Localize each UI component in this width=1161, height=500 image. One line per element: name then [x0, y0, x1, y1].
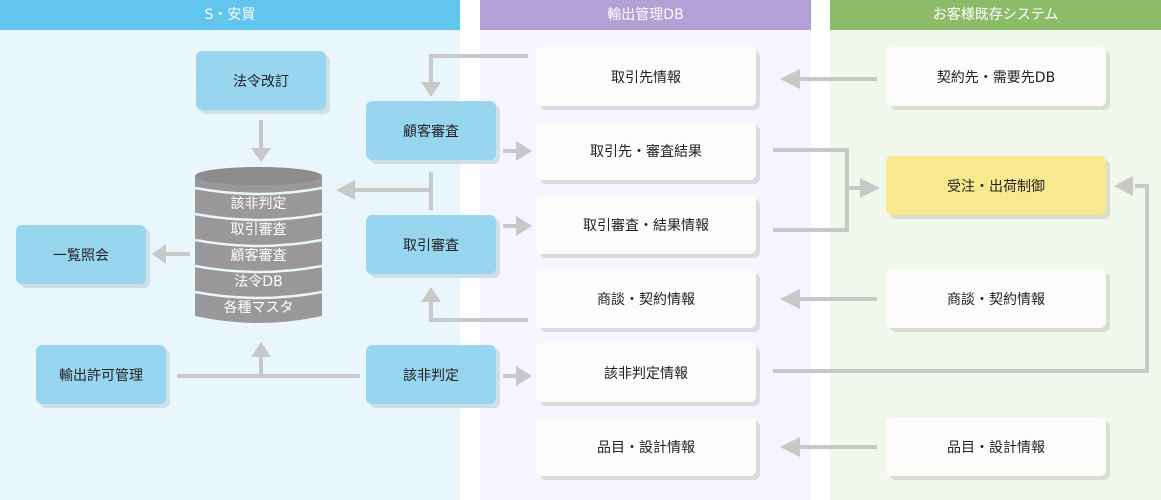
box-transaction-screening[interactable]: 取引審査 — [366, 215, 496, 274]
arrowhead-down-db-top — [251, 148, 271, 162]
box-export-license[interactable]: 輸出許可管理 — [36, 345, 166, 404]
arrowhead-right-classification-info — [516, 366, 532, 386]
arrowhead-left-item-design — [780, 437, 800, 457]
column-header-export-db: 輸出管理DB — [480, 0, 811, 30]
box-classification-info[interactable]: 該非判定情報 — [536, 343, 756, 402]
box-partner-result[interactable]: 取引先・審査結果 — [536, 121, 756, 180]
box-contract-demand-db[interactable]: 契約先・需要先DB — [886, 47, 1106, 106]
arrowhead-right-partner-result — [516, 141, 532, 161]
db-layer-masters: 各種マスタ — [223, 300, 294, 316]
db-layer-customer-screening: 顧客審査 — [230, 248, 287, 264]
connector-partner-to-customer-screening — [429, 54, 528, 84]
box-customer-item-design-info[interactable]: 品目・設計情報 — [886, 417, 1106, 476]
connector-classification-to-order — [773, 184, 1149, 373]
database-cylinder: 該非判定 取引審査 顧客審査 法令DB 各種マスタ — [194, 166, 323, 328]
arrowhead-right-order-control — [860, 178, 880, 198]
box-order-shipping-control[interactable]: 受注・出荷制御 — [886, 156, 1106, 215]
arrowhead-right-transaction-result — [516, 216, 532, 236]
box-transaction-result[interactable]: 取引審査・結果情報 — [536, 195, 756, 254]
arrowhead-left-negotiation — [780, 289, 800, 309]
box-classification[interactable]: 該非判定 — [366, 345, 496, 404]
db-layer-transaction-screening: 取引審査 — [230, 222, 287, 238]
arrowhead-up-transaction-screening — [421, 287, 441, 302]
db-layer-law-db: 法令DB — [234, 274, 283, 290]
database-icon — [194, 167, 323, 323]
box-item-design-info[interactable]: 品目・設計情報 — [536, 417, 756, 476]
box-list-inquiry[interactable]: 一覧照会 — [16, 225, 146, 284]
arrowhead-left-partner-info — [780, 69, 800, 89]
box-customer-negotiation-info[interactable]: 商談・契約情報 — [886, 269, 1106, 328]
arrowhead-up-db-bottom — [251, 342, 271, 357]
box-law-revision[interactable]: 法令改訂 — [196, 51, 326, 110]
arrowhead-left-inquiry — [152, 244, 166, 264]
arrowhead-down-customer-screening — [421, 82, 441, 97]
column-header-customer-system: お客様既存システム — [830, 0, 1161, 30]
connector-negotiation-to-transaction — [429, 300, 528, 322]
db-layer-classification: 該非判定 — [230, 196, 287, 212]
box-partner-info[interactable]: 取引先情報 — [536, 47, 756, 106]
connector-results-to-order — [773, 148, 849, 232]
arrowhead-left-order-control — [1114, 176, 1133, 196]
box-customer-screening[interactable]: 顧客審査 — [366, 101, 496, 160]
arrowhead-left-db — [336, 180, 355, 200]
column-header-security: S・安貿 — [0, 0, 460, 30]
box-negotiation-info[interactable]: 商談・契約情報 — [536, 269, 756, 328]
